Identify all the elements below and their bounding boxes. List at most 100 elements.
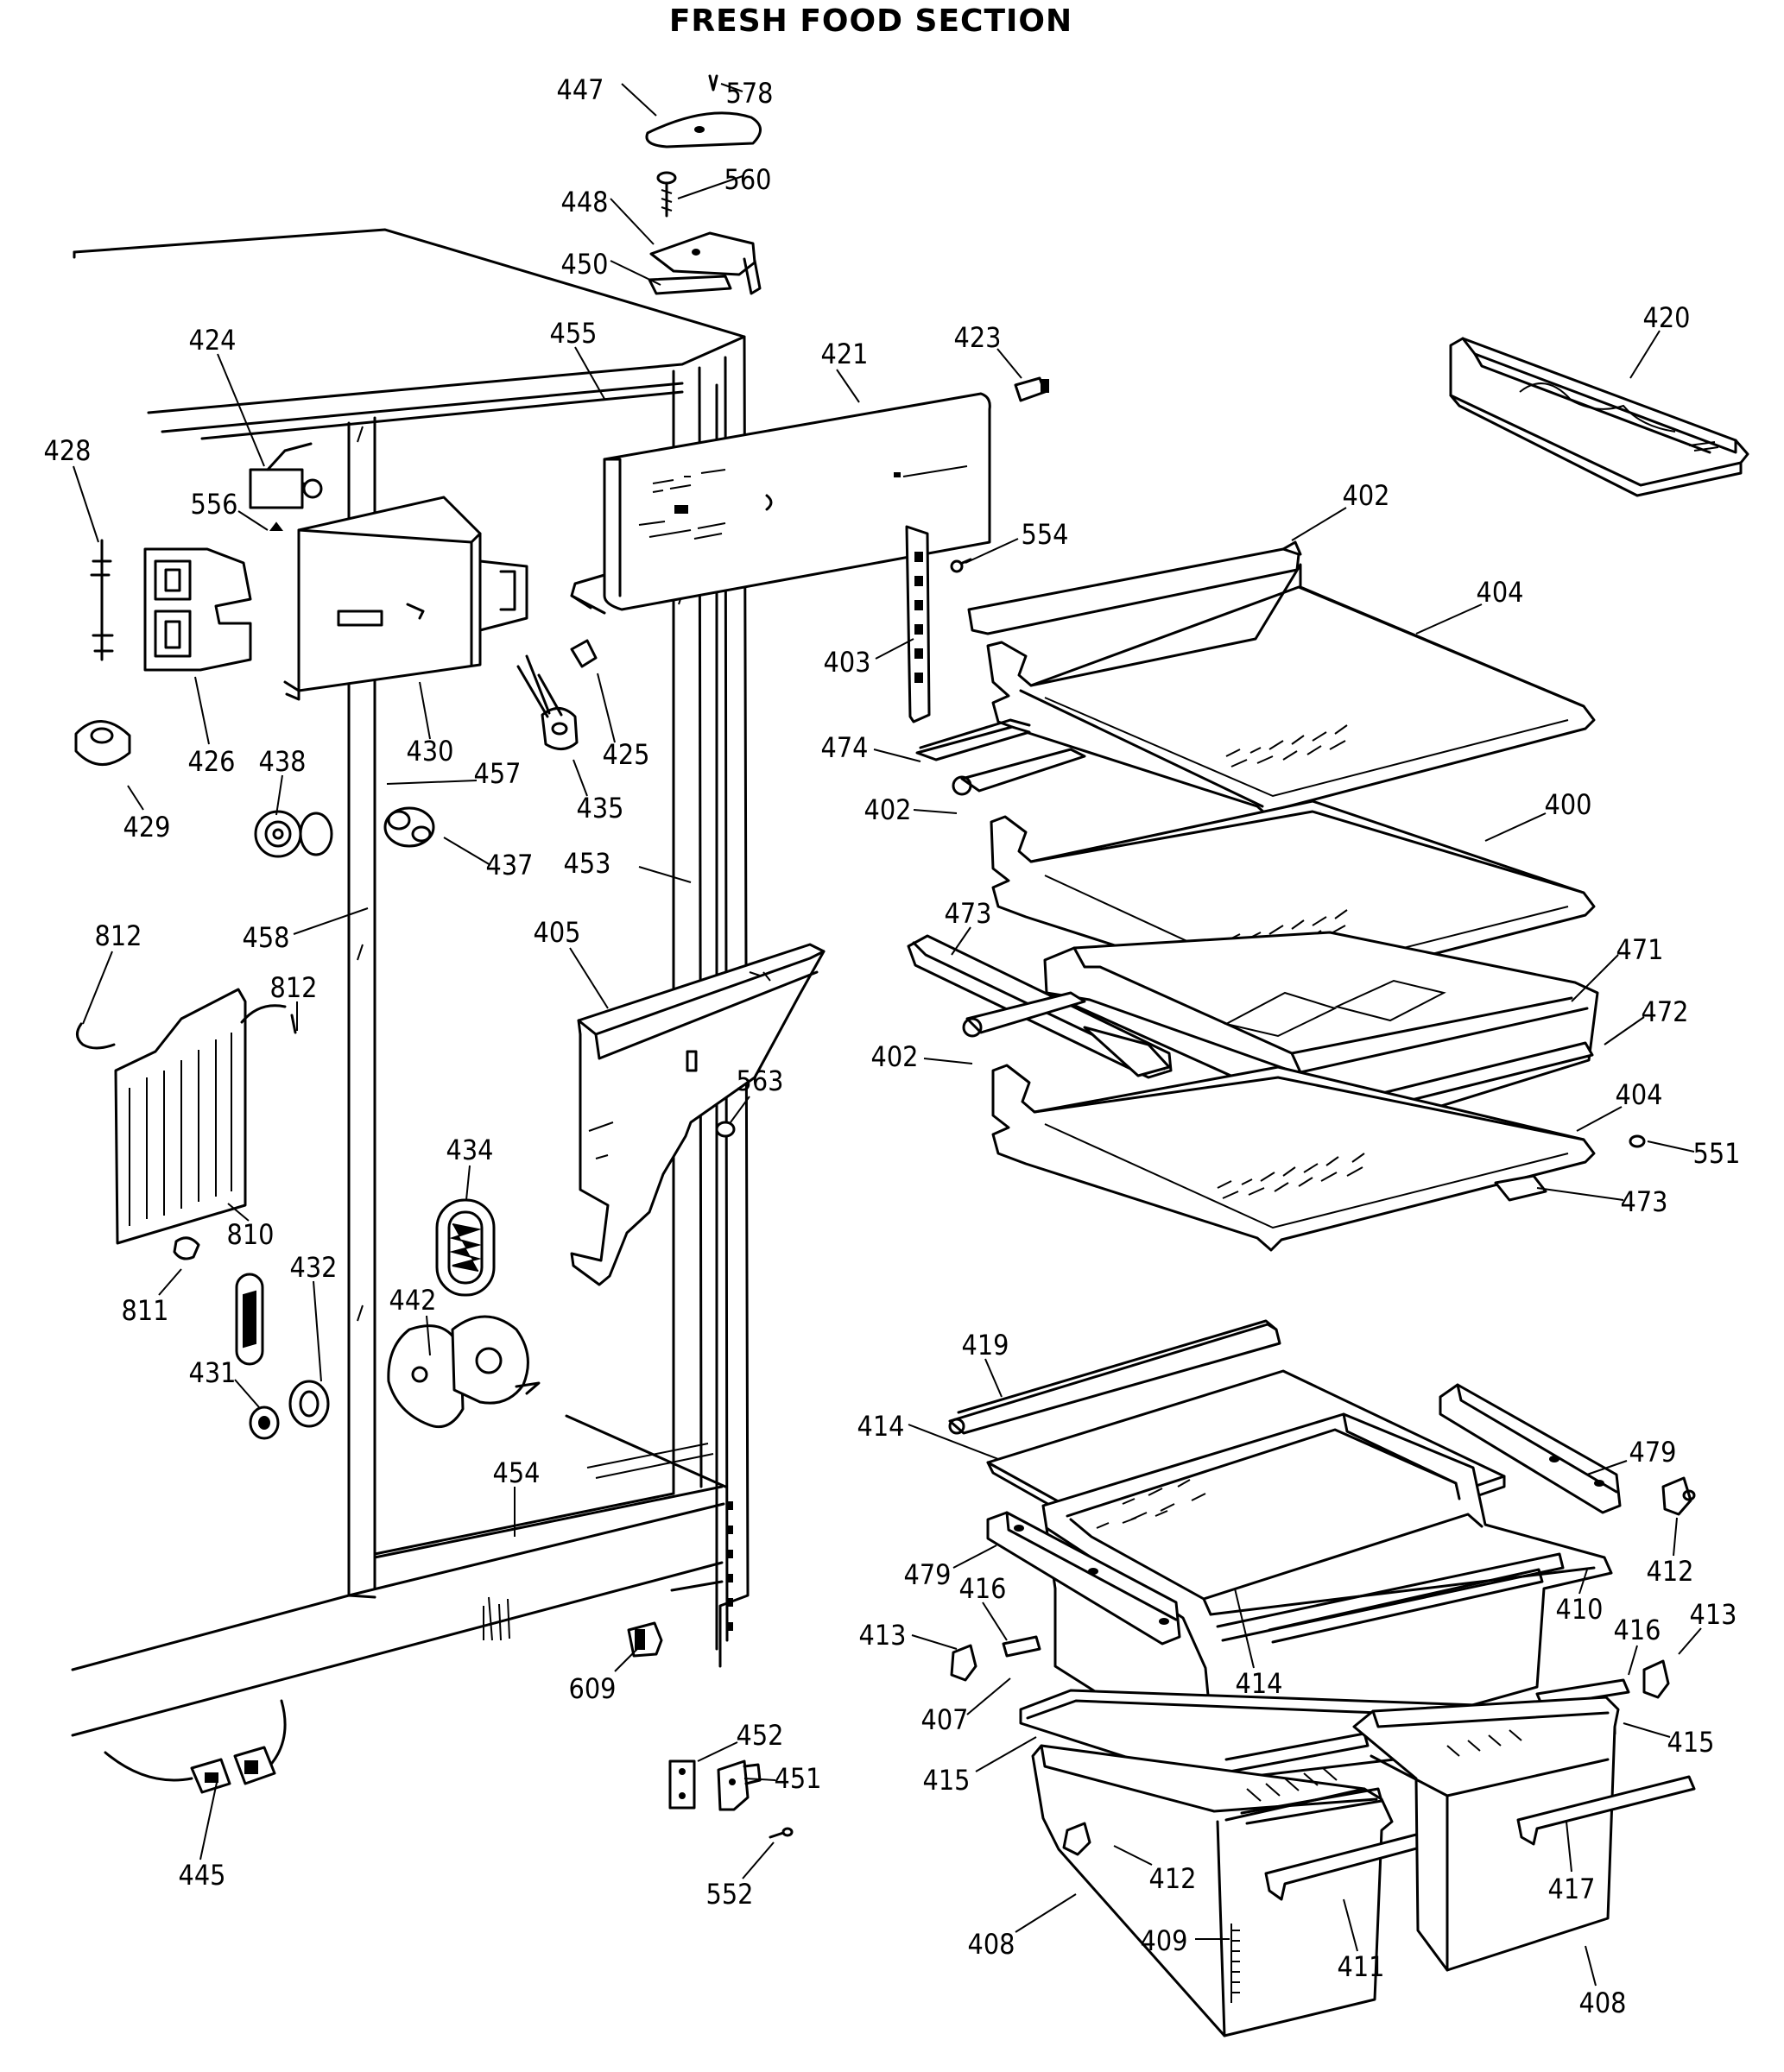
leader-c438 — [275, 774, 283, 816]
leader-c411 — [1343, 1898, 1358, 1952]
leader-c479a — [1586, 1460, 1628, 1475]
callout-c454: 454 — [493, 1456, 541, 1489]
control-panel-cover-421 — [570, 392, 991, 615]
callout-c438: 438 — [259, 745, 307, 778]
leader-c412b — [1113, 1845, 1153, 1866]
callout-c552: 552 — [706, 1878, 754, 1911]
callout-c402a: 402 — [1343, 479, 1390, 512]
drawer-408-left — [1031, 1744, 1428, 2037]
callout-c811: 811 — [122, 1294, 169, 1327]
leader-c434 — [465, 1165, 471, 1201]
shelf-404-bottom — [991, 1064, 1596, 1252]
leader-c455 — [574, 346, 605, 400]
callout-c414b: 414 — [1236, 1667, 1283, 1700]
callout-c405: 405 — [534, 916, 581, 949]
callout-c412b: 412 — [1149, 1862, 1197, 1895]
leader-c451 — [743, 1778, 776, 1781]
nut-431 — [249, 1406, 280, 1440]
leader-c404b — [1576, 1106, 1623, 1132]
crisper-pan-410 — [1041, 1412, 1613, 1778]
leader-c416a — [982, 1601, 1008, 1641]
leader-c419 — [984, 1358, 1003, 1398]
leader-c554 — [965, 538, 1019, 564]
leader-c416b — [1628, 1645, 1638, 1676]
callout-c479a: 479 — [1629, 1436, 1677, 1469]
callout-c420: 420 — [1643, 301, 1691, 334]
screw-556 — [269, 521, 283, 531]
callout-c414a: 414 — [857, 1410, 905, 1443]
wire-812 — [76, 1004, 297, 1050]
leader-c551 — [1647, 1140, 1695, 1153]
leader-c609 — [614, 1645, 642, 1672]
callout-c411: 411 — [1338, 1950, 1385, 1983]
clip-413-right — [1642, 1659, 1670, 1699]
thermostat-424 — [249, 442, 323, 509]
dairy-bin-420 — [1449, 337, 1749, 497]
control-knobs-442 — [387, 1315, 541, 1429]
callout-c473b: 473 — [1621, 1185, 1668, 1218]
leader-c432 — [313, 1280, 322, 1382]
shelf-ladder-403 — [905, 525, 931, 723]
leader-c424 — [217, 353, 265, 467]
leader-c414a — [908, 1424, 999, 1460]
callout-c408b: 408 — [1579, 1987, 1627, 2019]
leader-c445 — [199, 1778, 218, 1860]
callout-c437: 437 — [486, 849, 534, 881]
callout-c429: 429 — [123, 811, 171, 843]
callout-c430: 430 — [407, 735, 454, 768]
diagram-title: FRESH FOOD SECTION — [668, 3, 1073, 39]
screw-560 — [656, 171, 677, 218]
callout-c426: 426 — [188, 745, 236, 778]
door-stop-609 — [627, 1621, 663, 1658]
screw-551 — [1629, 1134, 1646, 1148]
callout-c419: 419 — [962, 1329, 1009, 1361]
spacer-432 — [288, 1380, 330, 1428]
leader-c472 — [1604, 1016, 1645, 1045]
leader-c471 — [1571, 954, 1619, 1002]
shelf-404-bottom-texture — [1217, 1153, 1365, 1199]
leader-c812a — [82, 951, 113, 1025]
callout-c407: 407 — [921, 1703, 969, 1736]
rail-474 — [915, 718, 1031, 761]
leader-c405 — [569, 947, 609, 1009]
callout-c442: 442 — [389, 1284, 437, 1317]
callout-c400: 400 — [1545, 788, 1592, 821]
leader-c404a — [1415, 603, 1483, 635]
callout-c415b: 415 — [923, 1764, 971, 1797]
callout-c609: 609 — [569, 1672, 617, 1705]
leader-c402a — [1291, 507, 1347, 541]
leader-c420 — [1629, 330, 1661, 379]
callout-c457: 457 — [474, 757, 522, 790]
lens-434 — [435, 1198, 496, 1297]
leader-c458 — [293, 907, 369, 935]
leader-c415b — [975, 1736, 1037, 1772]
callout-c554: 554 — [1022, 518, 1069, 551]
callout-c415a: 415 — [1667, 1726, 1715, 1759]
leader-c453 — [638, 866, 692, 883]
leader-c474 — [873, 749, 921, 762]
callout-c452: 452 — [737, 1719, 784, 1752]
leader-c423 — [996, 348, 1022, 379]
leader-c413a — [1678, 1627, 1702, 1655]
callout-c455: 455 — [550, 317, 598, 350]
control-housing-430 — [283, 496, 528, 701]
damper-429 — [74, 720, 131, 766]
leader-c426 — [194, 676, 210, 745]
rod-416-left — [1002, 1635, 1041, 1658]
knob-437 — [383, 806, 435, 848]
clip-412-bottom — [1062, 1822, 1091, 1856]
leader-c408b — [1585, 1945, 1597, 1987]
callout-c416b: 416 — [1614, 1614, 1661, 1646]
leader-c425 — [597, 673, 616, 743]
callout-c458: 458 — [243, 921, 290, 954]
callout-c451: 451 — [775, 1762, 822, 1795]
callout-c432: 432 — [290, 1251, 338, 1284]
callout-c402b: 402 — [864, 793, 912, 826]
wire-harness-445 — [104, 1699, 287, 1794]
pan-support-405 — [570, 943, 826, 1286]
leader-c408a — [1015, 1893, 1077, 1933]
leader-c810 — [227, 1203, 250, 1222]
leader-c450 — [610, 260, 661, 286]
leader-c452 — [697, 1741, 738, 1762]
